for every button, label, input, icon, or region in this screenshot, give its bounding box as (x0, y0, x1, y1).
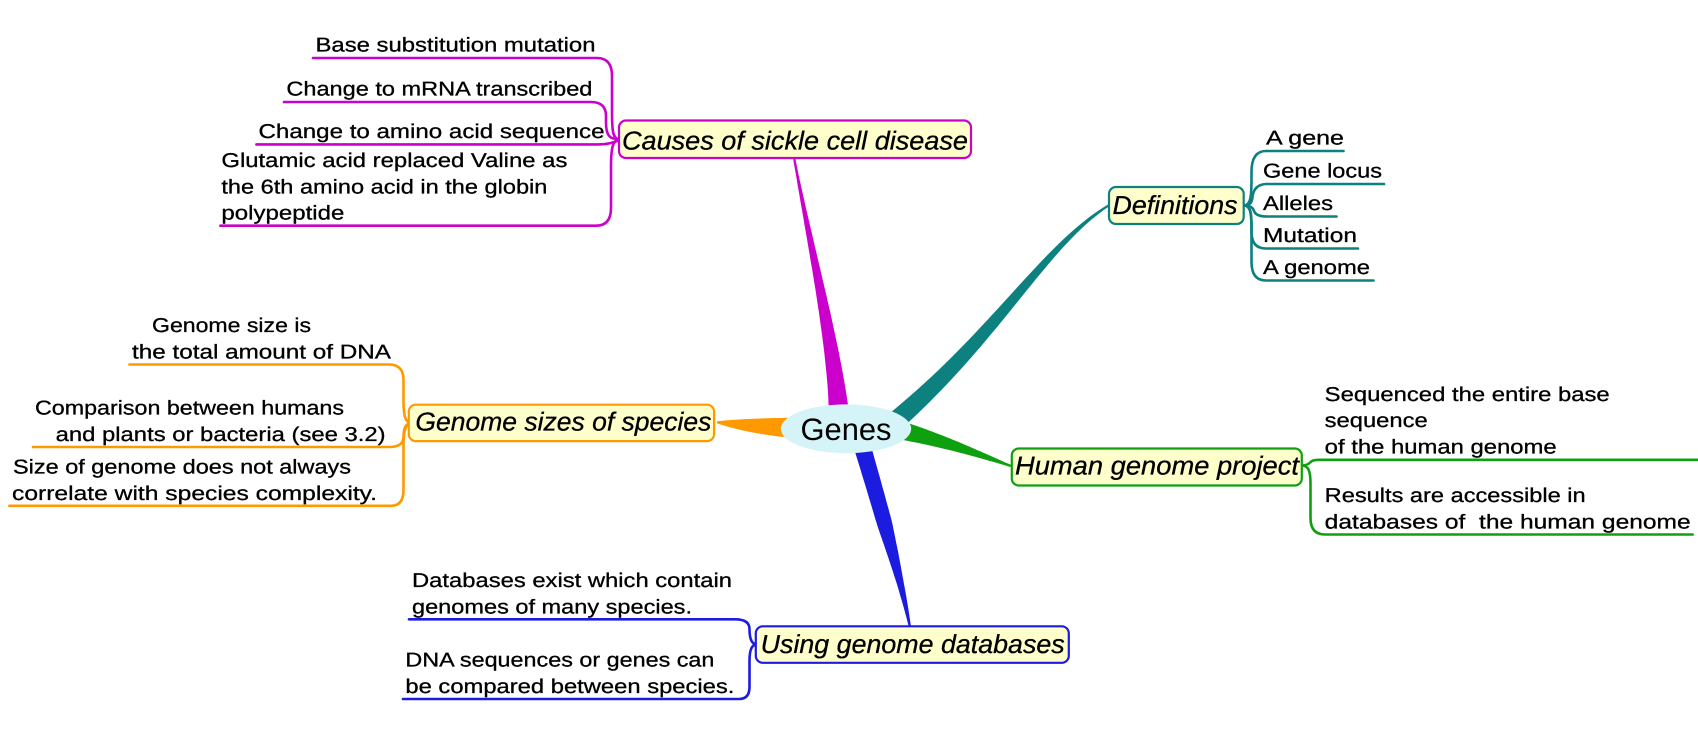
svg-text:Comparison between humans: Comparison between humans (35, 398, 344, 420)
svg-text:Glutamic acid replaced Valine: Glutamic acid replaced Valine as (221, 150, 567, 172)
svg-text:sequence: sequence (1325, 410, 1428, 432)
svg-text:Results are accessible in: Results are accessible in (1325, 485, 1586, 507)
svg-text:databases of the human genome: databases of the human genome (1325, 511, 1691, 533)
svg-text:Alleles: Alleles (1263, 193, 1333, 215)
svg-text:Genome size is: Genome size is (152, 315, 311, 337)
svg-text:genomes of many species.: genomes of many species. (412, 596, 692, 618)
svg-text:Causes of sickle cell disease: Causes of sickle cell disease (622, 126, 968, 156)
svg-text:polypeptide: polypeptide (221, 203, 344, 225)
svg-text:Gene locus: Gene locus (1263, 161, 1382, 183)
svg-text:Genome sizes of species: Genome sizes of species (415, 407, 711, 437)
svg-text:Sequenced the entire base: Sequenced the entire base (1325, 384, 1610, 406)
svg-text:A gene: A gene (1266, 128, 1344, 150)
svg-text:A genome: A genome (1263, 257, 1370, 279)
svg-text:Change to mRNA transcribed: Change to mRNA transcribed (286, 79, 592, 101)
svg-text:of the human genome: of the human genome (1325, 437, 1557, 459)
svg-text:the total amount of DNA: the total amount of DNA (132, 342, 392, 364)
svg-text:Base substitution mutation: Base substitution mutation (316, 35, 596, 57)
svg-text:DNA sequences or genes can: DNA sequences or genes can (405, 650, 714, 672)
svg-text:Mutation: Mutation (1263, 225, 1357, 247)
svg-text:correlate with species complex: correlate with species complexity. (12, 483, 377, 505)
svg-text:and plants or bacteria (see 3.: and plants or bacteria (see 3.2) (56, 424, 386, 446)
svg-text:Size of genome does not always: Size of genome does not always (13, 456, 351, 478)
svg-text:the 6th amino acid in the glob: the 6th amino acid in the globin (221, 176, 547, 198)
svg-text:Human genome project: Human genome project (1015, 451, 1301, 481)
svg-text:Genes: Genes (801, 412, 892, 447)
svg-text:Using genome databases: Using genome databases (761, 629, 1065, 659)
svg-text:Change to amino acid sequence: Change to amino acid sequence (259, 121, 605, 143)
svg-text:Databases exist which contain: Databases exist which contain (412, 570, 732, 592)
svg-text:be compared between species.: be compared between species. (405, 676, 734, 698)
svg-text:Definitions: Definitions (1113, 190, 1238, 220)
